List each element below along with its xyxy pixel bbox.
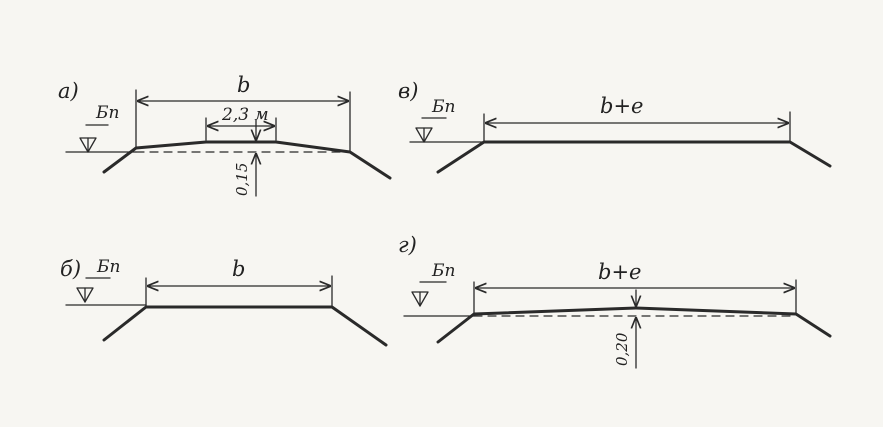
panel-a-width-label: b <box>237 73 250 97</box>
panel-v: в) Бп b+e <box>398 79 832 174</box>
panel-b-extension-lines <box>145 275 333 308</box>
panel-b-level-label: Бп <box>96 257 120 277</box>
panel-a: а) Бп b 2,3 м 0,15 <box>58 73 392 197</box>
panel-b-letter: б) <box>60 257 81 281</box>
panel-a-level-label: Бп <box>95 103 119 123</box>
panel-v-extension-lines <box>483 111 791 143</box>
panel-a-profile <box>102 140 392 180</box>
panel-v-width-label: b+e <box>600 94 643 118</box>
panel-a-center-width: 2,3 м <box>221 105 269 125</box>
panel-v-level-label: Бп <box>431 97 455 117</box>
panel-g: г) Бп b+e 0,20 <box>398 233 832 369</box>
panel-a-letter: а) <box>58 79 79 103</box>
panel-b-width-label: b <box>232 257 245 281</box>
panel-v-letter: в) <box>398 79 418 103</box>
panel-v-profile <box>436 140 832 174</box>
panel-g-width-label: b+e <box>598 260 641 284</box>
panel-g-level-label: Бп <box>431 261 455 281</box>
panel-g-extension-lines <box>473 279 797 315</box>
panel-a-crown-height: 0,15 <box>233 163 251 196</box>
panel-b: б) Бп b <box>60 257 388 347</box>
panel-b-profile <box>102 305 388 347</box>
panel-g-letter: г) <box>398 233 417 257</box>
panel-a-extension-lines <box>135 89 351 153</box>
panel-g-profile <box>436 306 832 344</box>
panel-g-crown-height: 0,20 <box>613 332 631 366</box>
